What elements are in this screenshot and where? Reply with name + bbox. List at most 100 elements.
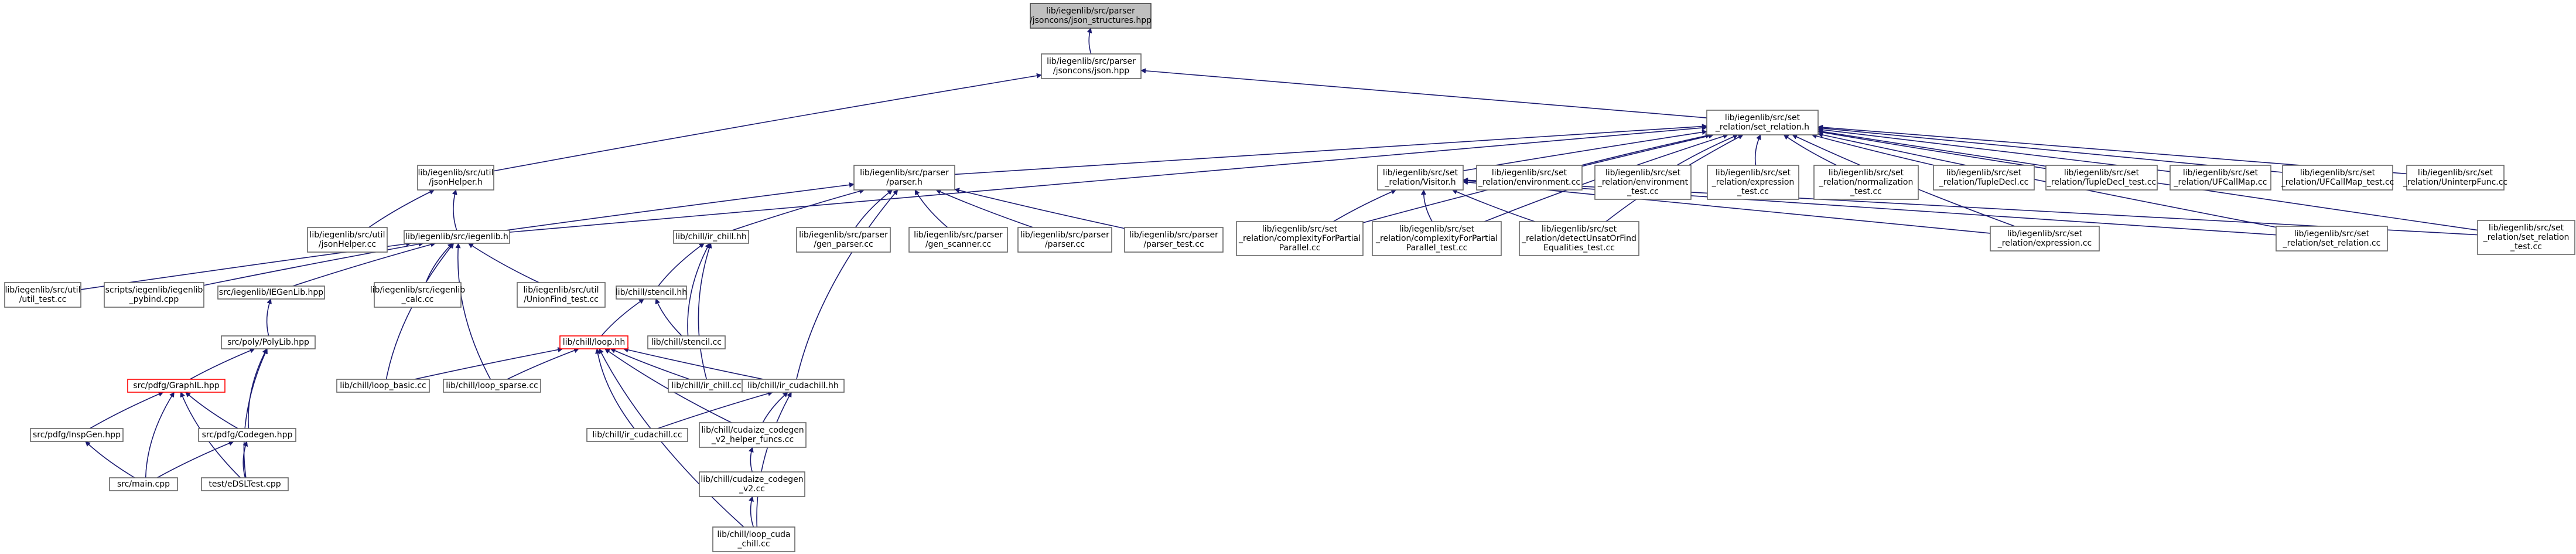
file-node-iegenlibh[interactable]: lib/iegenlib/src/iegenlib.h xyxy=(404,230,510,244)
file-node-label: _test.cc xyxy=(1850,187,1882,196)
file-node-utiltest[interactable]: lib/iegenlib/src/util/util_test.cc xyxy=(4,282,81,308)
file-node-maincpp[interactable]: src/main.cpp xyxy=(109,477,178,491)
edge-cudachillhh-includes-loophh xyxy=(623,347,764,380)
file-node-label: /gen_parser.cc xyxy=(814,240,873,249)
file-node-setreltest[interactable]: lib/iegenlib/src/set_relation/set_relati… xyxy=(2477,220,2575,255)
file-node-calc[interactable]: lib/iegenlib/src/iegenlib_calc.cc xyxy=(370,282,465,308)
file-node-box xyxy=(374,282,462,308)
file-node-label: lib/iegenlib/src/set xyxy=(1262,225,1338,234)
edge-chillhh-includes-parserh xyxy=(732,188,865,231)
file-node-expressioncc[interactable]: lib/iegenlib/src/set_relation/expression… xyxy=(1990,226,2100,251)
file-node-box xyxy=(1041,53,1142,79)
file-node-tupledecl[interactable]: lib/iegenlib/src/set_relation/TupleDecl.… xyxy=(1933,165,2035,191)
edge-loopsparse-includes-iegenlibh xyxy=(455,243,491,380)
file-node-box xyxy=(2045,165,2158,191)
file-node-cudachillcc[interactable]: lib/chill/ir_cudachill.cc xyxy=(586,428,688,442)
file-node-normtest[interactable]: lib/iegenlib/src/set_relation/normalizat… xyxy=(1813,165,1919,200)
file-node-parsertest[interactable]: lib/iegenlib/src/parser/parser_test.cc xyxy=(1124,227,1224,253)
file-node-visitor[interactable]: lib/iegenlib/src/set_relation/Visitor.h xyxy=(1377,165,1464,191)
file-node-graphhpp[interactable]: src/pdfg/GraphIL.hpp xyxy=(127,379,226,393)
file-node-label: lib/iegenlib/src/set xyxy=(2183,168,2259,178)
file-node-label: lib/chill/cudaize_codegen xyxy=(701,475,803,484)
edge-cudaze2-includes-cudachillhh xyxy=(762,392,788,423)
edge-parsercc-includes-parserh xyxy=(935,189,1033,228)
file-node-tupledecltest[interactable]: lib/iegenlib/src/set_relation/TupleDecl_… xyxy=(2045,165,2158,191)
file-node-box xyxy=(201,477,289,491)
file-node-parserh[interactable]: lib/iegenlib/src/parser/parser.h xyxy=(853,165,955,191)
file-node-polylib[interactable]: src/poly/PolyLib.hpp xyxy=(221,335,316,349)
file-node-detect[interactable]: lib/iegenlib/src/set_relation/detectUnsa… xyxy=(1519,221,1639,256)
edge-stencilhh-includes-chillhh xyxy=(658,243,705,287)
file-node-box xyxy=(1236,221,1364,256)
file-node-label: lib/chill/ir_cudachill.cc xyxy=(592,430,682,440)
file-node-irchillcc[interactable]: lib/chill/ir_chill.cc xyxy=(668,379,745,393)
file-node-envtest[interactable]: lib/iegenlib/src/set_relation/environmen… xyxy=(1594,165,1692,200)
file-node-label: _test.cc xyxy=(1737,187,1769,196)
file-node-label: _relation/detectUnsatOrFind xyxy=(1521,234,1637,243)
file-node-label: lib/iegenlib/src/util xyxy=(524,286,599,295)
file-node-loopsparse[interactable]: lib/chill/loop_sparse.cc xyxy=(443,379,541,393)
file-node-genparser[interactable]: lib/iegenlib/src/parser/gen_parser.cc xyxy=(796,227,891,253)
file-node-parsercc[interactable]: lib/iegenlib/src/parser/parser.cc xyxy=(1017,227,1112,253)
file-node-stencilhh[interactable]: lib/chill/stencil.hh xyxy=(616,286,687,300)
file-node-label: lib/iegenlib/src/set xyxy=(1492,168,1567,178)
file-node-uninterp[interactable]: lib/iegenlib/src/set_relation/UninterpFu… xyxy=(2403,165,2507,191)
file-node-box xyxy=(1017,227,1112,253)
file-node-label: Equalities_test.cc xyxy=(1543,243,1615,253)
dependency-edges xyxy=(80,28,2478,528)
file-node-label: lib/chill/cudaize_codegen xyxy=(701,426,804,435)
file-node-label: lib/iegenlib/src/set xyxy=(2007,229,2083,239)
file-node-pybind[interactable]: scripts/iegenlib/iegenlib_pybind.cpp xyxy=(104,282,204,308)
file-node-box xyxy=(1377,165,1464,191)
file-node-cudachillhh[interactable]: lib/chill/ir_cudachill.hh xyxy=(742,379,845,393)
file-node-complexity[interactable]: lib/iegenlib/src/set_relation/complexity… xyxy=(1236,221,1364,256)
file-node-box xyxy=(104,282,204,308)
file-node-cudaze2[interactable]: lib/chill/cudaize_codegen_v2_helper_func… xyxy=(699,422,807,448)
file-node-label: lib/chill/stencil.cc xyxy=(651,338,722,347)
file-node-envcc[interactable]: lib/iegenlib/src/set_relation/environmen… xyxy=(1476,165,1583,191)
file-node-exprtest[interactable]: lib/iegenlib/src/set_relation/expression… xyxy=(1707,165,1799,200)
file-node-stencilcc[interactable]: lib/chill/stencil.cc xyxy=(647,335,726,349)
file-node-box xyxy=(1372,221,1502,256)
edge-edsltest-includes-polylib xyxy=(243,348,268,478)
file-node-label: lib/iegenlib/src/set xyxy=(1383,168,1458,178)
file-node-box xyxy=(1030,3,1152,29)
file-node-label: lib/iegenlib/src/iegenlib xyxy=(370,286,465,295)
file-node-ufcallmap[interactable]: lib/iegenlib/src/set_relation/UFCallMap.… xyxy=(2170,165,2271,191)
file-node-unionfind[interactable]: lib/iegenlib/src/util/UnionFind_test.cc xyxy=(517,282,606,308)
file-node-label: scripts/iegenlib/iegenlib xyxy=(105,286,203,295)
file-node-box xyxy=(1594,165,1692,200)
file-node-jsonhelper[interactable]: lib/iegenlib/src/util/jsonHelper.h xyxy=(417,165,494,191)
file-node-jsonhelpercc[interactable]: lib/iegenlib/src/util/jsonHelper.cc xyxy=(307,227,388,253)
file-node-label: lib/iegenlib/src/parser xyxy=(1046,6,1135,16)
file-node-codegen[interactable]: src/pdfg/Codegen.hpp xyxy=(198,428,296,442)
file-node-json[interactable]: lib/iegenlib/src/parser/jsoncons/json.hp… xyxy=(1041,53,1142,79)
file-node-chillhh[interactable]: lib/chill/ir_chill.hh xyxy=(673,230,749,244)
edge-loopsparse-includes-loophh xyxy=(507,348,579,380)
file-node-root[interactable]: lib/iegenlib/src/parser/jsoncons/json_st… xyxy=(1030,3,1152,29)
file-node-inspgen[interactable]: src/pdfg/InspGen.hpp xyxy=(30,428,124,442)
file-node-iegenlibhpp[interactable]: src/iegenlib/IEGenLib.hpp xyxy=(217,286,325,300)
file-node-complexitytest[interactable]: lib/iegenlib/src/set_relation/complexity… xyxy=(1372,221,1502,256)
file-node-box xyxy=(699,471,805,497)
file-node-ufcallmaptest[interactable]: lib/iegenlib/src/set_relation/UFCallMap_… xyxy=(2281,165,2394,191)
file-node-genscanner[interactable]: lib/iegenlib/src/parser/gen_scanner.cc xyxy=(908,227,1008,253)
file-node-setrelcc[interactable]: lib/iegenlib/src/set_relation/set_relati… xyxy=(2276,226,2388,251)
file-node-box xyxy=(673,230,749,244)
file-node-label: /gen_scanner.cc xyxy=(925,240,991,249)
file-node-label: _relation/UninterpFunc.cc xyxy=(2403,178,2507,187)
file-node-loopcuda[interactable]: lib/chill/loop_cuda_chill.cc xyxy=(712,526,795,552)
edge-genscanner-includes-parserh xyxy=(914,189,948,228)
edge-tupledecl-includes-setrel xyxy=(1811,133,1935,166)
file-node-loophh[interactable]: lib/chill/loop.hh xyxy=(559,335,628,349)
edge-loopcuda-includes-cudachillhh xyxy=(756,392,792,528)
file-node-setrel[interactable]: lib/iegenlib/src/set_relation/set_relati… xyxy=(1706,110,1819,135)
edge-stencilcc-includes-chillhh xyxy=(687,243,710,337)
file-node-box xyxy=(1707,165,1799,200)
edge-maincpp-includes-graphhpp xyxy=(145,392,175,478)
file-node-cudaze[interactable]: lib/chill/cudaize_codegen_v2.cc xyxy=(699,471,805,497)
file-node-loopbasic[interactable]: lib/chill/loop_basic.cc xyxy=(336,379,430,393)
file-node-label: /jsoncons/json_structures.hpp xyxy=(1030,16,1152,25)
file-node-box xyxy=(2282,165,2393,191)
file-node-edsltest[interactable]: test/eDSLTest.cpp xyxy=(201,477,289,491)
